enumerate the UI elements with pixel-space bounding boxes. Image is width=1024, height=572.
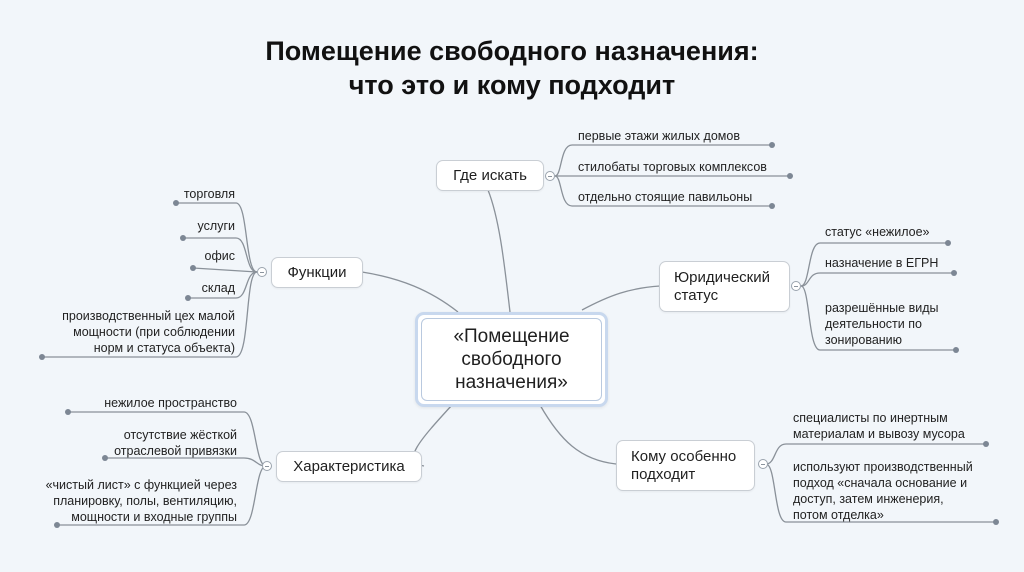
link-features-leaf-2 (105, 457, 267, 467)
functions-leaf-2: услуги (197, 219, 235, 233)
leaf-dot (953, 347, 959, 353)
page-title: Помещение свободного назначения: что это… (0, 34, 1024, 102)
link-central-where (487, 189, 511, 313)
branch-where-label: Где искать (453, 166, 527, 184)
branch-functions[interactable]: Функции (271, 257, 363, 288)
functions-leaf-1: торговля (183, 187, 235, 201)
branch-audience[interactable]: Кому особенно подходит (616, 440, 755, 491)
leaf-dot (185, 295, 191, 301)
legal-leaf-2: назначение в ЕГРН (825, 256, 939, 270)
leaf-dot (769, 142, 775, 148)
link-central-legal (581, 285, 661, 311)
features-leaf-1: нежилое пространство (104, 396, 237, 410)
branch-where-collapse-toggle[interactable] (545, 171, 555, 181)
leaf-dot (983, 441, 989, 447)
central-node-inner-border (421, 318, 602, 401)
page-title-line-1: Помещение свободного назначения: (265, 36, 759, 66)
branch-features-collapse-toggle[interactable] (262, 461, 272, 471)
link-functions-leaf-2 (183, 237, 258, 273)
central-node-line-3: назначения» (455, 372, 568, 393)
central-node-line-1: «Помещение (453, 326, 570, 347)
leaf-dot (102, 455, 108, 461)
functions-leaf-5: производственный цех малой мощности (при… (62, 309, 235, 355)
leaf-dot (787, 173, 793, 179)
legal-leaf-3: разрешённые виды деятельности по зониров… (825, 301, 939, 347)
functions-leaf-4: склад (201, 281, 235, 295)
audience-leaf-2: используют производственный подход «снач… (793, 460, 973, 522)
where-leaf-2: стилобаты торговых комплексов (578, 160, 767, 174)
functions-leaf-3: офис (204, 249, 235, 263)
link-audience-leaf-1 (765, 443, 986, 465)
link-legal-leaf-2 (800, 272, 954, 287)
link-functions-leaf-1 (176, 202, 258, 273)
leaf-dot (769, 203, 775, 209)
leaf-dot (945, 240, 951, 246)
features-leaf-2: отсутствие жёсткой отраслевой привязки (114, 428, 237, 458)
page-title-line-2: что это и кому подходит (348, 70, 676, 100)
leaf-dot (173, 200, 179, 206)
branch-where[interactable]: Где искать (436, 160, 544, 191)
link-central-functions (361, 271, 459, 313)
branch-features[interactable]: Характеристика (276, 451, 422, 482)
central-node[interactable]: «Помещение свободного назначения» (415, 312, 608, 407)
where-leaf-1: первые этажи жилых домов (578, 129, 740, 143)
link-legal-leaf-1 (800, 242, 948, 287)
link-where-leaf-1 (554, 144, 772, 177)
link-audience-leaf-2 (765, 463, 996, 523)
branch-audience-label: Кому особенно подходит (631, 447, 737, 483)
branch-functions-label: Функции (287, 263, 347, 281)
branch-functions-collapse-toggle[interactable] (257, 267, 267, 277)
central-node-line-2: свободного (461, 349, 562, 370)
leaf-dot (993, 519, 999, 525)
link-functions-leaf-3 (192, 267, 258, 273)
link-functions-leaf-4 (188, 271, 258, 299)
branch-audience-collapse-toggle[interactable] (758, 459, 768, 469)
leaf-dot (65, 409, 71, 415)
link-functions-leaf-5 (42, 271, 258, 358)
legal-leaf-1: статус «нежилое» (825, 225, 930, 239)
branch-legal-collapse-toggle[interactable] (791, 281, 801, 291)
leaf-dot (39, 354, 45, 360)
branch-legal[interactable]: Юридический статус (659, 261, 790, 312)
where-leaf-3: отдельно стоящие павильоны (578, 190, 753, 204)
features-leaf-3: «чистый лист» с функцией через планировк… (45, 478, 237, 524)
branch-legal-label: Юридический статус (674, 268, 770, 304)
branch-features-label: Характеристика (293, 457, 405, 475)
link-central-audience (539, 404, 617, 465)
leaf-dot (951, 270, 957, 276)
link-where-leaf-3 (554, 175, 772, 207)
leaf-dot (180, 235, 186, 241)
link-legal-leaf-3 (800, 285, 956, 351)
leaf-dot (190, 265, 196, 271)
leaf-dot (54, 522, 60, 528)
audience-leaf-1: специалисты по инертным материалам и выв… (793, 411, 965, 441)
